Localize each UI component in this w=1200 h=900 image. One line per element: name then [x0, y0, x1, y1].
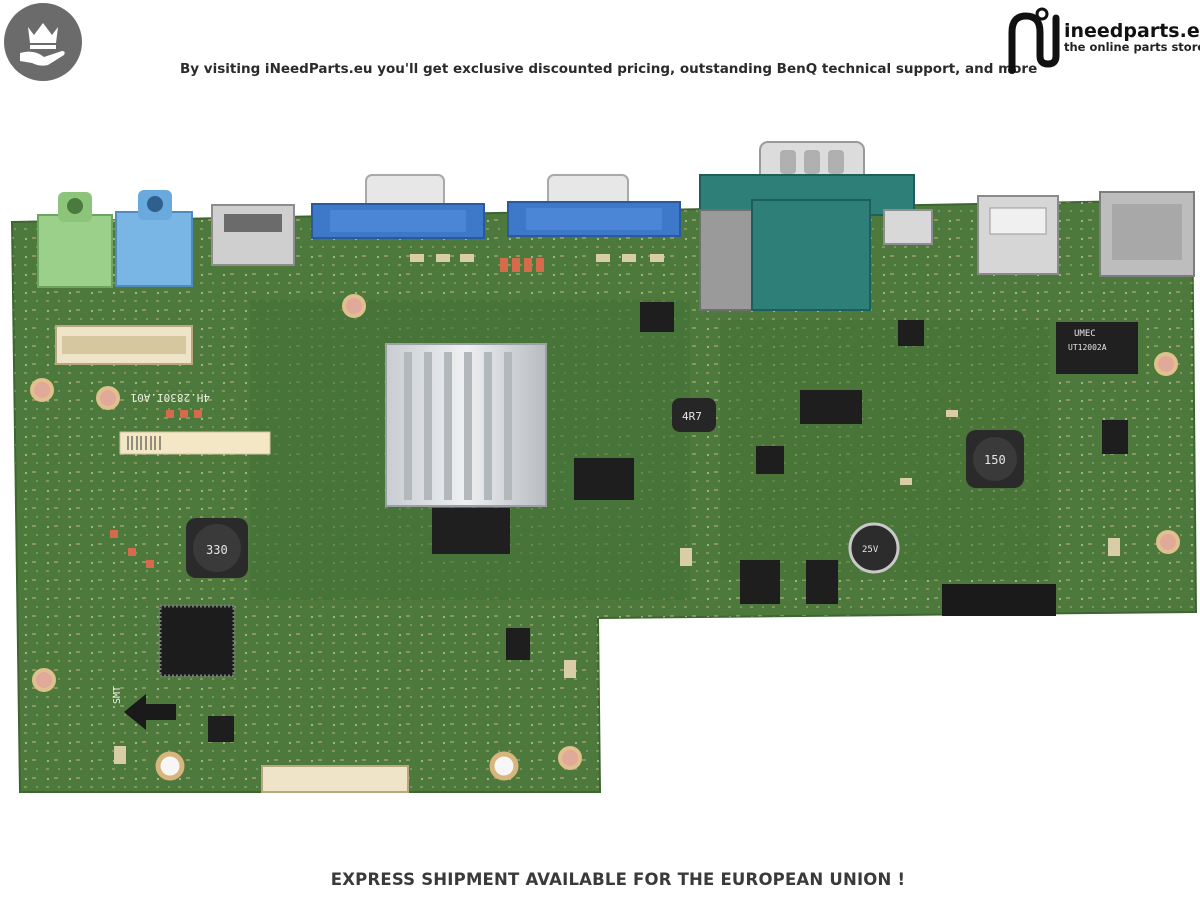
shipping-notice: EXPRESS SHIPMENT AVAILABLE FOR THE EUROP… [330, 870, 906, 889]
ic-chip-main [432, 508, 510, 554]
umec-chip-label: UMEC [1074, 329, 1096, 339]
ut-chip-label: UT12002A [1068, 343, 1107, 352]
hdmi-port [211, 204, 295, 266]
ic-chip-qfp-left [158, 604, 236, 678]
vga-port-2 [507, 174, 681, 237]
mounting-pads [30, 294, 1180, 770]
vga-port-1 [311, 174, 485, 239]
pin-header [942, 584, 1056, 616]
heatsink [385, 343, 547, 507]
capacitor-label: 25V [862, 545, 879, 555]
capacitor [848, 522, 900, 574]
ethernet-port [1099, 191, 1195, 277]
audio-jack-blue [115, 190, 193, 287]
brand-name: ineedparts.eu [1064, 20, 1200, 42]
crown-icon [20, 23, 65, 66]
pcb-number-label: 4H.2830I.A01 [131, 391, 210, 404]
ic-chip-umec [1056, 322, 1138, 374]
ic-chip-soic [574, 458, 634, 500]
audio-jack-green [37, 192, 113, 288]
crown-hand-logo [4, 3, 82, 81]
promo-banner: By visiting iNeedParts.eu you'll get exc… [180, 61, 1038, 77]
ribbon-connector-bottom [261, 765, 409, 793]
inductor-4r7 [672, 398, 716, 432]
inductor-330-label: 330 [206, 543, 228, 557]
arrow-marking [124, 694, 176, 730]
ineedparts-logo-icon [1008, 7, 1060, 74]
barcode-sticker [119, 431, 271, 455]
inductor-150 [966, 430, 1024, 488]
brand-tagline: the online parts store [1064, 40, 1200, 54]
smt-label: SMT [112, 686, 123, 704]
inductor-4r7-label: 4R7 [682, 410, 702, 423]
dvi-connector [699, 141, 915, 311]
usb-a-port [977, 195, 1059, 275]
inductor-330 [186, 518, 248, 578]
inductor-150-label: 150 [984, 453, 1006, 467]
mini-usb-port [883, 209, 933, 245]
